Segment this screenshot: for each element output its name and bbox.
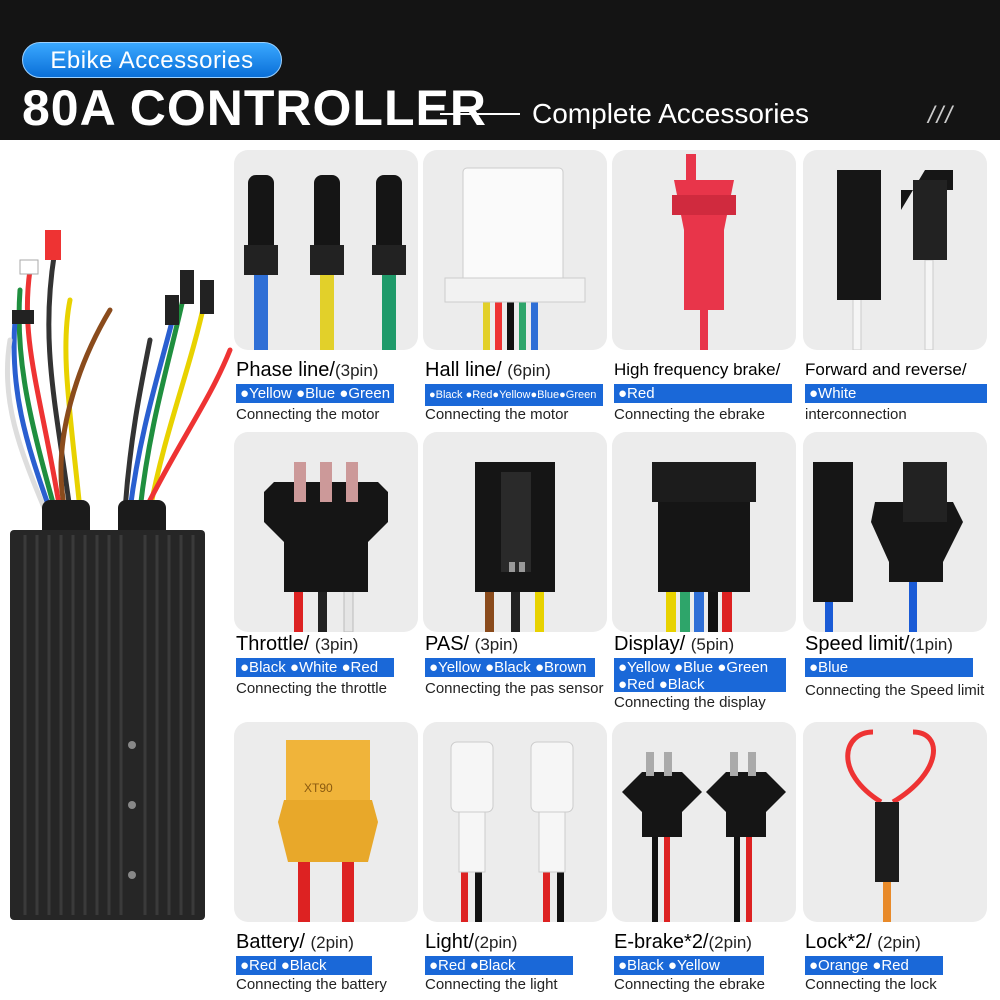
title-divider [440, 113, 520, 115]
battery-connector-photo: XT90 [234, 722, 418, 922]
item-description: interconnection [805, 406, 907, 423]
wire-colors-bar: ●White [805, 384, 987, 403]
item-name: Hall line/ (6pin) [425, 359, 551, 381]
item-description: Connecting the display [614, 694, 766, 711]
category-badge: Ebike Accessories [22, 42, 282, 78]
wire-colors-bar: ●Yellow ●Black ●Brown [425, 658, 595, 677]
wire-colors-bar: ●Black ●White ●Red [236, 658, 394, 677]
controller-image [0, 140, 235, 1000]
wire-colors-bar: ●Yellow ●Blue ●Green ●Red ●Black [614, 658, 786, 692]
item-name: High frequency brake/ [614, 360, 781, 379]
item-description: Connecting the pas sensor [425, 680, 604, 697]
wire-colors-bar: ●Black ●Red●Yellow●Blue●Green [425, 384, 603, 406]
wire-colors-bar: ●Yellow ●Blue ●Green [236, 384, 394, 403]
item-name: Battery/ (2pin) [236, 931, 354, 953]
header-banner: Ebike Accessories 80A CONTROLLER Complet… [0, 0, 1000, 140]
wire-colors-bar: ●Red [614, 384, 792, 403]
item-name: E-brake*2/(2pin) [614, 931, 752, 953]
item-description: Connecting the motor [236, 406, 380, 423]
light-connector-photo [423, 722, 607, 922]
wire-colors-bar: ●Red ●Black [425, 956, 573, 975]
wire-colors-line-2: ●Red ●Black [618, 676, 705, 692]
item-description: Connecting the ebrake [614, 976, 765, 993]
xt90-label: XT90 [304, 781, 333, 795]
pas-connector-photo [423, 432, 607, 632]
item-name: Display/ (5pin) [614, 633, 735, 655]
item-name: Forward and reverse/ [805, 360, 967, 379]
item-description: Connecting the battery [236, 976, 387, 993]
lock-connector-photo [803, 722, 987, 922]
item-name: Lock*2/ (2pin) [805, 931, 921, 953]
display-connector-photo [612, 432, 796, 632]
wire-colors-line-1: ●Yellow ●Blue ●Green [618, 659, 769, 676]
brake-connector-photo [612, 150, 796, 350]
page-subtitle: Complete Accessories [532, 98, 810, 129]
item-name: Phase line/(3pin) [236, 359, 379, 381]
ebrake-connector-photo [612, 722, 796, 922]
hall-connector-photo [423, 150, 607, 350]
wire-colors-bar: ●Red ●Black [236, 956, 372, 975]
page-title: 80A CONTROLLER [22, 80, 487, 136]
wire-colors-bar: ●Black ●Yellow [614, 956, 764, 975]
item-name: PAS/ (3pin) [425, 633, 519, 655]
item-description: Connecting the light [425, 976, 558, 993]
item-description: Connecting the throttle [236, 680, 387, 697]
item-description: Connecting the Speed limit [805, 682, 985, 699]
decorative-slashes: /// [928, 102, 955, 129]
item-description: Connecting the motor [425, 406, 569, 423]
reverse-connector-photo [803, 150, 987, 350]
speed-limit-connector-photo [803, 432, 987, 632]
item-name: Light/(2pin) [425, 931, 518, 953]
wire-colors-bar: ●Blue [805, 658, 973, 677]
item-description: Connecting the lock [805, 976, 937, 993]
phase-connector-photo [234, 150, 418, 350]
item-description: Connecting the ebrake [614, 406, 765, 423]
wire-colors-bar: ●Orange ●Red [805, 956, 943, 975]
item-name: Speed limit/(1pin) [805, 633, 953, 655]
throttle-connector-photo [234, 432, 418, 632]
item-name: Throttle/ (3pin) [236, 633, 359, 655]
